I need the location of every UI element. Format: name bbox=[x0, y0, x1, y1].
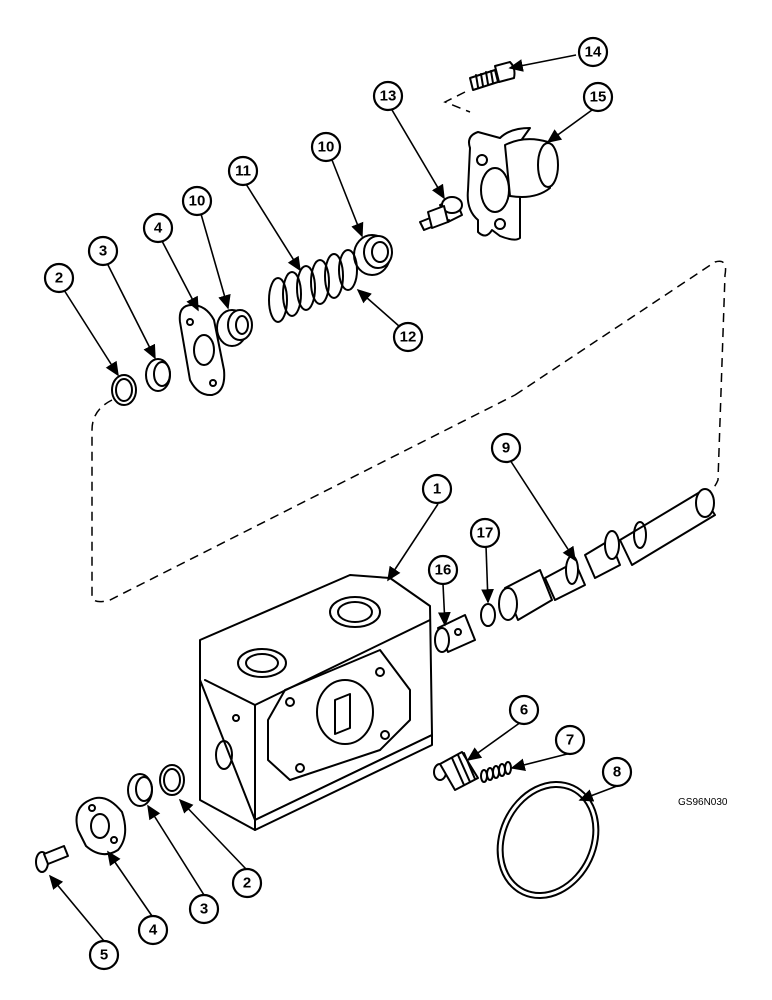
part-2-oring-lower bbox=[159, 764, 185, 796]
part-10-cup-right bbox=[353, 234, 393, 276]
svg-text:2: 2 bbox=[243, 875, 251, 892]
callout-11: 11 bbox=[227, 155, 259, 187]
callout-5: 5 bbox=[88, 939, 120, 971]
part-15-housing bbox=[466, 127, 559, 241]
callout-3-upper: 3 bbox=[87, 235, 119, 267]
callout-15: 15 bbox=[582, 81, 614, 113]
callout-2-lower: 2 bbox=[231, 867, 263, 899]
callout-10-right: 10 bbox=[310, 131, 342, 163]
part-11-spring bbox=[268, 249, 358, 323]
svg-text:2: 2 bbox=[55, 270, 63, 287]
callout-10-left: 10 bbox=[181, 185, 213, 217]
part-10-cup-left bbox=[216, 309, 253, 347]
callout-14: 14 bbox=[577, 36, 609, 68]
part-7-spring bbox=[480, 761, 512, 783]
svg-text:12: 12 bbox=[400, 329, 417, 346]
part-6-check-valve bbox=[433, 751, 479, 791]
part-2-oring-upper bbox=[111, 374, 137, 406]
svg-text:3: 3 bbox=[99, 243, 107, 260]
callout-13: 13 bbox=[372, 80, 404, 112]
part-13-plunger bbox=[419, 196, 463, 231]
svg-text:7: 7 bbox=[566, 732, 574, 749]
callout-16: 16 bbox=[427, 554, 459, 586]
assembly-centerline-upper bbox=[443, 91, 471, 113]
part-4-plate-upper bbox=[178, 304, 226, 397]
part-9-spool bbox=[498, 488, 716, 621]
callout-8: 8 bbox=[601, 756, 633, 788]
svg-text:5: 5 bbox=[100, 947, 108, 964]
callout-12: 12 bbox=[392, 321, 424, 353]
leader-lines bbox=[48, 54, 618, 942]
part-1-valve-body bbox=[199, 574, 433, 831]
svg-text:4: 4 bbox=[149, 922, 158, 939]
part-14-screw bbox=[469, 61, 516, 91]
svg-text:11: 11 bbox=[235, 163, 251, 180]
callout-1: 1 bbox=[421, 473, 453, 505]
part-17-oring bbox=[480, 603, 496, 627]
svg-text:17: 17 bbox=[477, 525, 494, 542]
callout-17: 17 bbox=[469, 517, 501, 549]
part-8-oring-large bbox=[496, 780, 600, 900]
svg-text:4: 4 bbox=[154, 220, 163, 237]
svg-text:1: 1 bbox=[433, 481, 441, 498]
svg-text:10: 10 bbox=[189, 193, 206, 210]
svg-text:9: 9 bbox=[502, 440, 510, 457]
svg-text:13: 13 bbox=[380, 88, 397, 105]
svg-text:14: 14 bbox=[585, 44, 602, 61]
svg-text:15: 15 bbox=[590, 89, 607, 106]
part-16-plug bbox=[434, 614, 476, 653]
svg-text:6: 6 bbox=[520, 702, 528, 719]
callout-3-lower: 3 bbox=[188, 893, 220, 925]
svg-text:8: 8 bbox=[613, 764, 621, 781]
part-3-washer-lower bbox=[127, 773, 153, 807]
svg-text:16: 16 bbox=[435, 562, 452, 579]
callout-7: 7 bbox=[554, 724, 586, 756]
part-5-screw bbox=[35, 845, 69, 873]
callout-4-lower: 4 bbox=[137, 914, 169, 946]
drawing-code: GS96N030 bbox=[678, 797, 728, 808]
callout-9: 9 bbox=[490, 432, 522, 464]
svg-text:10: 10 bbox=[318, 139, 335, 156]
svg-text:3: 3 bbox=[200, 901, 208, 918]
callout-6: 6 bbox=[508, 694, 540, 726]
part-3-washer-upper bbox=[145, 358, 171, 392]
callout-2-upper: 2 bbox=[43, 262, 75, 294]
callout-4-upper: 4 bbox=[142, 212, 174, 244]
part-4-plate-lower bbox=[75, 796, 127, 856]
